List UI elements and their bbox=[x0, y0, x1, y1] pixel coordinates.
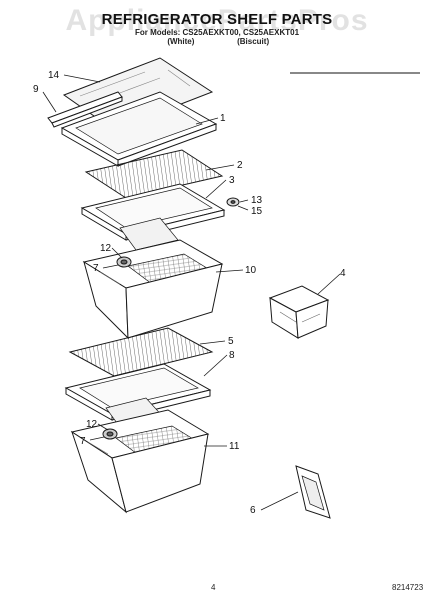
callout-7-lower: 7 bbox=[80, 436, 86, 447]
shelf-frame-part bbox=[60, 91, 218, 167]
callout-9: 9 bbox=[33, 84, 39, 95]
crisper-cover-frame-part bbox=[80, 183, 226, 251]
shelf-trim-part bbox=[47, 91, 123, 128]
callout-3: 3 bbox=[229, 175, 235, 186]
lower-crisper-drawer-part bbox=[70, 409, 210, 514]
callout-5: 5 bbox=[228, 336, 234, 347]
lower-crisper-cover-glass-part bbox=[68, 327, 214, 377]
callout-10: 10 bbox=[245, 265, 257, 276]
lower-roller-part bbox=[102, 428, 118, 440]
callout-1: 1 bbox=[220, 113, 226, 124]
callout-15: 15 bbox=[251, 206, 263, 217]
callout-labels: 14 9 1 2 3 13 15 12 7 10 4 5 8 12 7 11 6 bbox=[33, 70, 346, 516]
dairy-bin-part bbox=[268, 285, 330, 339]
document-number: 8214723 bbox=[392, 583, 424, 592]
callout-12-upper: 12 bbox=[100, 243, 112, 254]
upper-roller-part bbox=[116, 256, 132, 268]
bracket-part bbox=[295, 465, 331, 519]
lower-crisper-cover-frame-part bbox=[64, 363, 212, 431]
crisper-cover-glass-part bbox=[84, 149, 224, 199]
callout-13: 13 bbox=[251, 195, 263, 206]
variant-biscuit: (Biscuit) bbox=[237, 37, 270, 46]
callout-14: 14 bbox=[48, 70, 60, 81]
color-variants: (White) (Biscuit) bbox=[0, 37, 434, 46]
callout-4: 4 bbox=[340, 268, 346, 279]
screw-hardware-part bbox=[226, 197, 240, 207]
callout-6: 6 bbox=[250, 505, 256, 516]
leader-lines bbox=[42, 74, 341, 511]
upper-crisper-drawer-part bbox=[82, 239, 224, 340]
callout-12-lower: 12 bbox=[86, 419, 98, 430]
callout-2: 2 bbox=[237, 160, 243, 171]
model-line: For Models: CS25AEXKT00, CS25AEXKT01 bbox=[134, 28, 300, 37]
callout-11: 11 bbox=[229, 441, 240, 452]
variant-white: (White) bbox=[167, 37, 195, 46]
callout-8: 8 bbox=[229, 350, 235, 361]
page-number: 4 bbox=[211, 583, 216, 592]
page-title: REFRIGERATOR SHELF PARTS bbox=[101, 11, 333, 28]
callout-7-upper: 7 bbox=[93, 263, 99, 274]
